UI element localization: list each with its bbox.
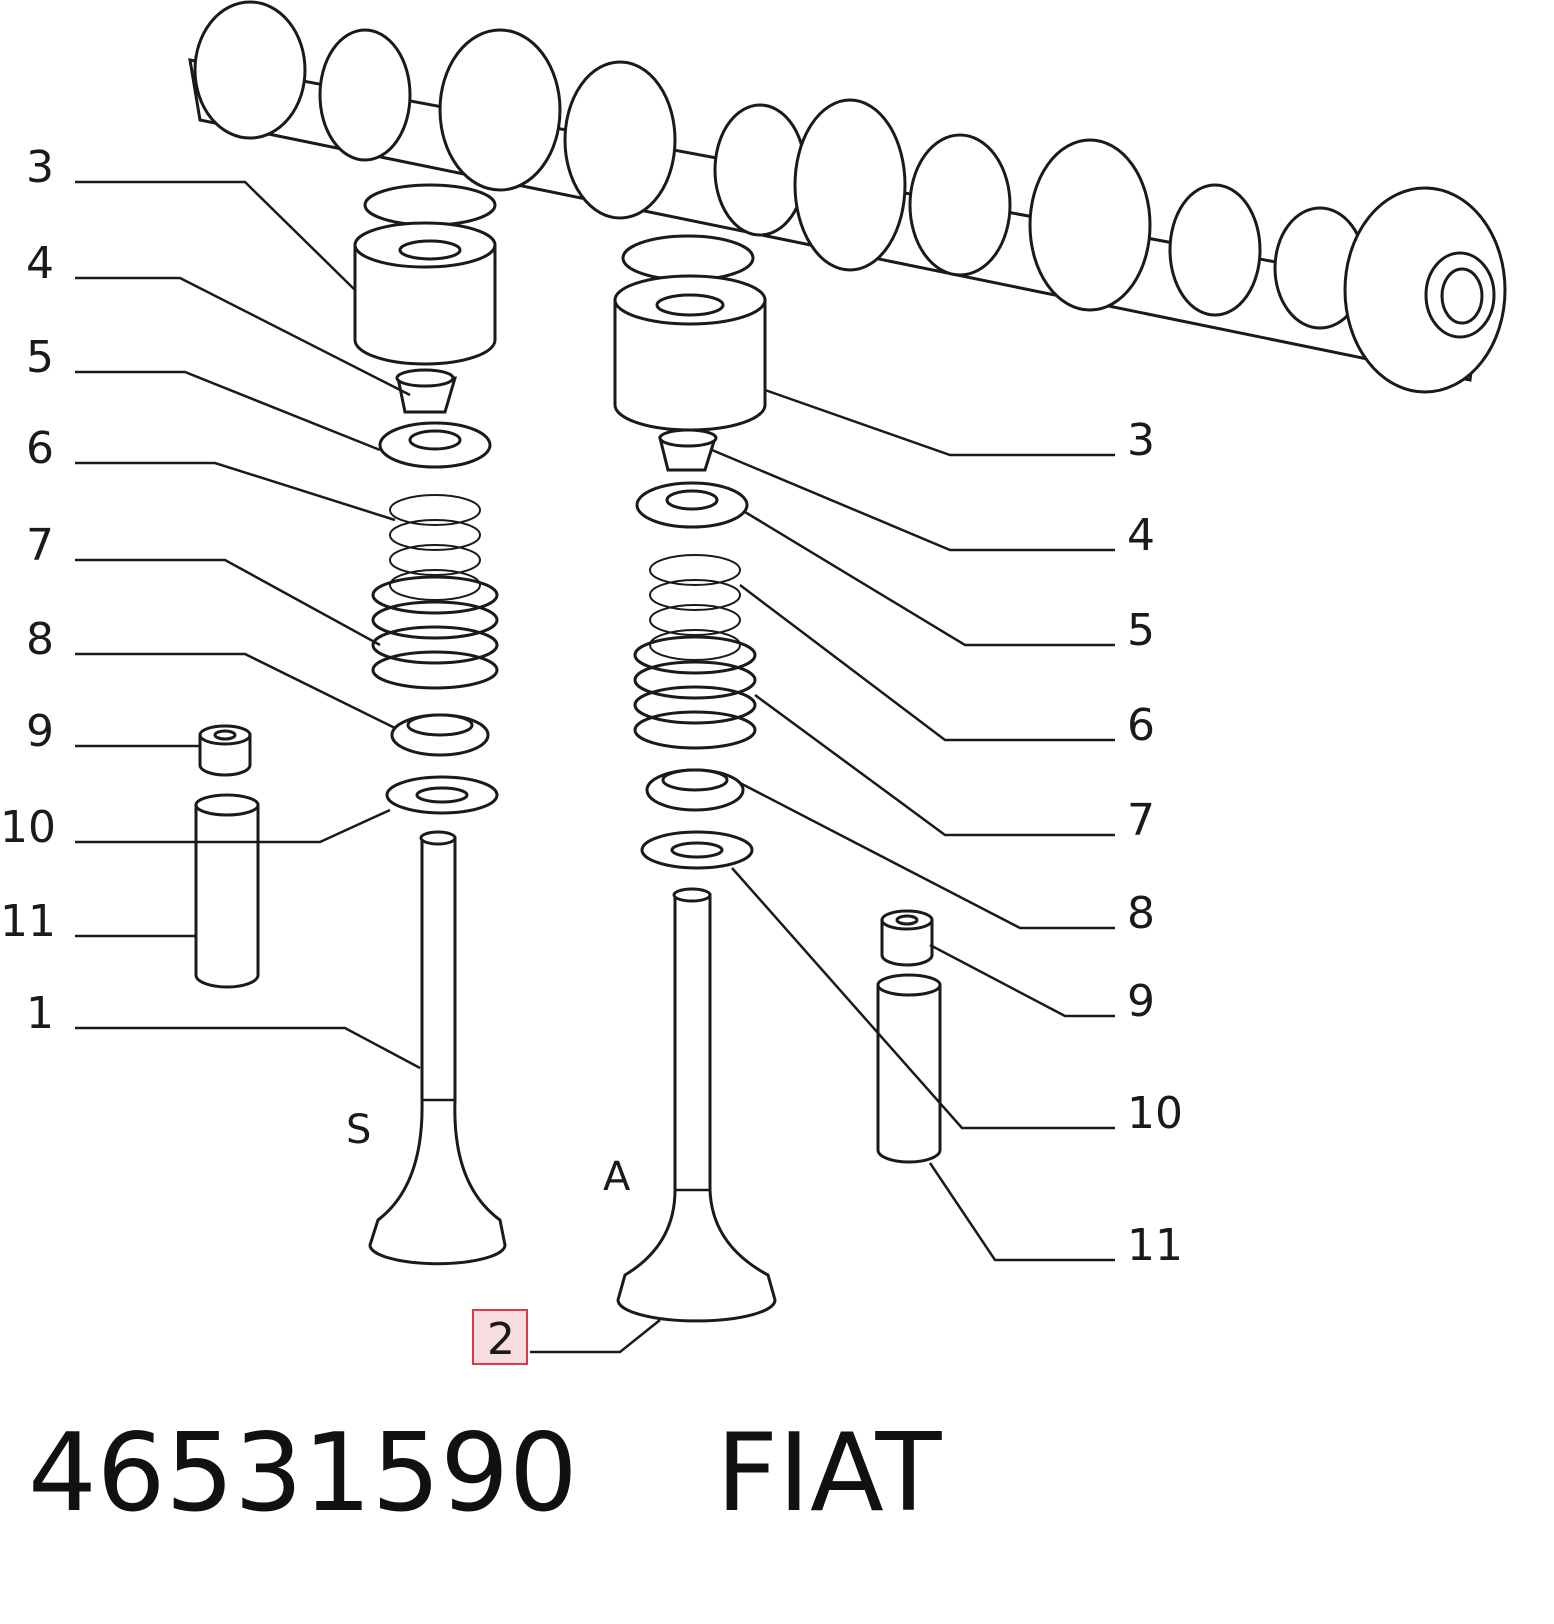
guide-left xyxy=(194,803,260,989)
tappet-left xyxy=(353,243,497,366)
label-right-7: 7 xyxy=(1127,795,1155,846)
label-left-5: 5 xyxy=(26,332,54,383)
stem-seal-right xyxy=(880,918,934,967)
label-left-6: 6 xyxy=(26,423,54,474)
label-2: 2 xyxy=(487,1314,515,1365)
spring-outer-right xyxy=(633,635,757,750)
part-caption: 46531590 FIAT xyxy=(28,1420,942,1530)
label-right-8: 8 xyxy=(1127,888,1155,939)
label-right-6: 6 xyxy=(1127,700,1155,751)
label-right-5: 5 xyxy=(1127,605,1155,656)
label-left-1: 1 xyxy=(26,988,54,1039)
shim-right xyxy=(621,234,755,282)
brand-name: FIAT xyxy=(716,1411,942,1536)
leader-lines-left xyxy=(75,180,421,1070)
camshaft xyxy=(188,0,1507,394)
intake-valve-marker: S xyxy=(346,1107,371,1153)
valve-train-diagram: 3 4 5 6 7 8 9 10 11 1 3 4 5 6 7 8 9 10 1… xyxy=(0,0,1507,1365)
label-left-9: 9 xyxy=(26,706,54,757)
highlight-box xyxy=(472,1309,528,1365)
part-number: 46531590 xyxy=(28,1411,578,1536)
highlighted-label-2[interactable]: 2 xyxy=(472,1309,528,1365)
guide-right xyxy=(876,983,942,1164)
stem-seal-left xyxy=(198,733,252,777)
label-right-9: 9 xyxy=(1127,976,1155,1027)
valve-right xyxy=(616,893,777,1323)
label-left-10: 10 xyxy=(0,802,56,853)
shim-left xyxy=(363,183,497,227)
labels-left: 3 4 5 6 7 8 9 10 11 1 xyxy=(0,142,56,1039)
label-left-3: 3 xyxy=(26,142,54,193)
label-left-11: 11 xyxy=(0,896,56,947)
spring-inner-left xyxy=(389,494,481,601)
leader-lines-right xyxy=(530,388,1115,1354)
label-left-4: 4 xyxy=(26,238,54,289)
label-right-11: 11 xyxy=(1127,1220,1183,1271)
label-left-7: 7 xyxy=(26,520,54,571)
valve-left xyxy=(368,836,507,1266)
label-right-10: 10 xyxy=(1127,1088,1183,1139)
spring-outer-left xyxy=(371,575,499,690)
spring-inner-right xyxy=(649,554,741,661)
exhaust-valve-marker: A xyxy=(603,1154,631,1200)
valve-assembly-left xyxy=(194,183,507,1266)
labels-right: 3 4 5 6 7 8 9 10 11 xyxy=(1127,415,1183,1271)
valve-assembly-right xyxy=(613,234,942,1323)
label-right-4: 4 xyxy=(1127,510,1155,561)
label-right-3: 3 xyxy=(1127,415,1155,466)
label-left-8: 8 xyxy=(26,614,54,665)
